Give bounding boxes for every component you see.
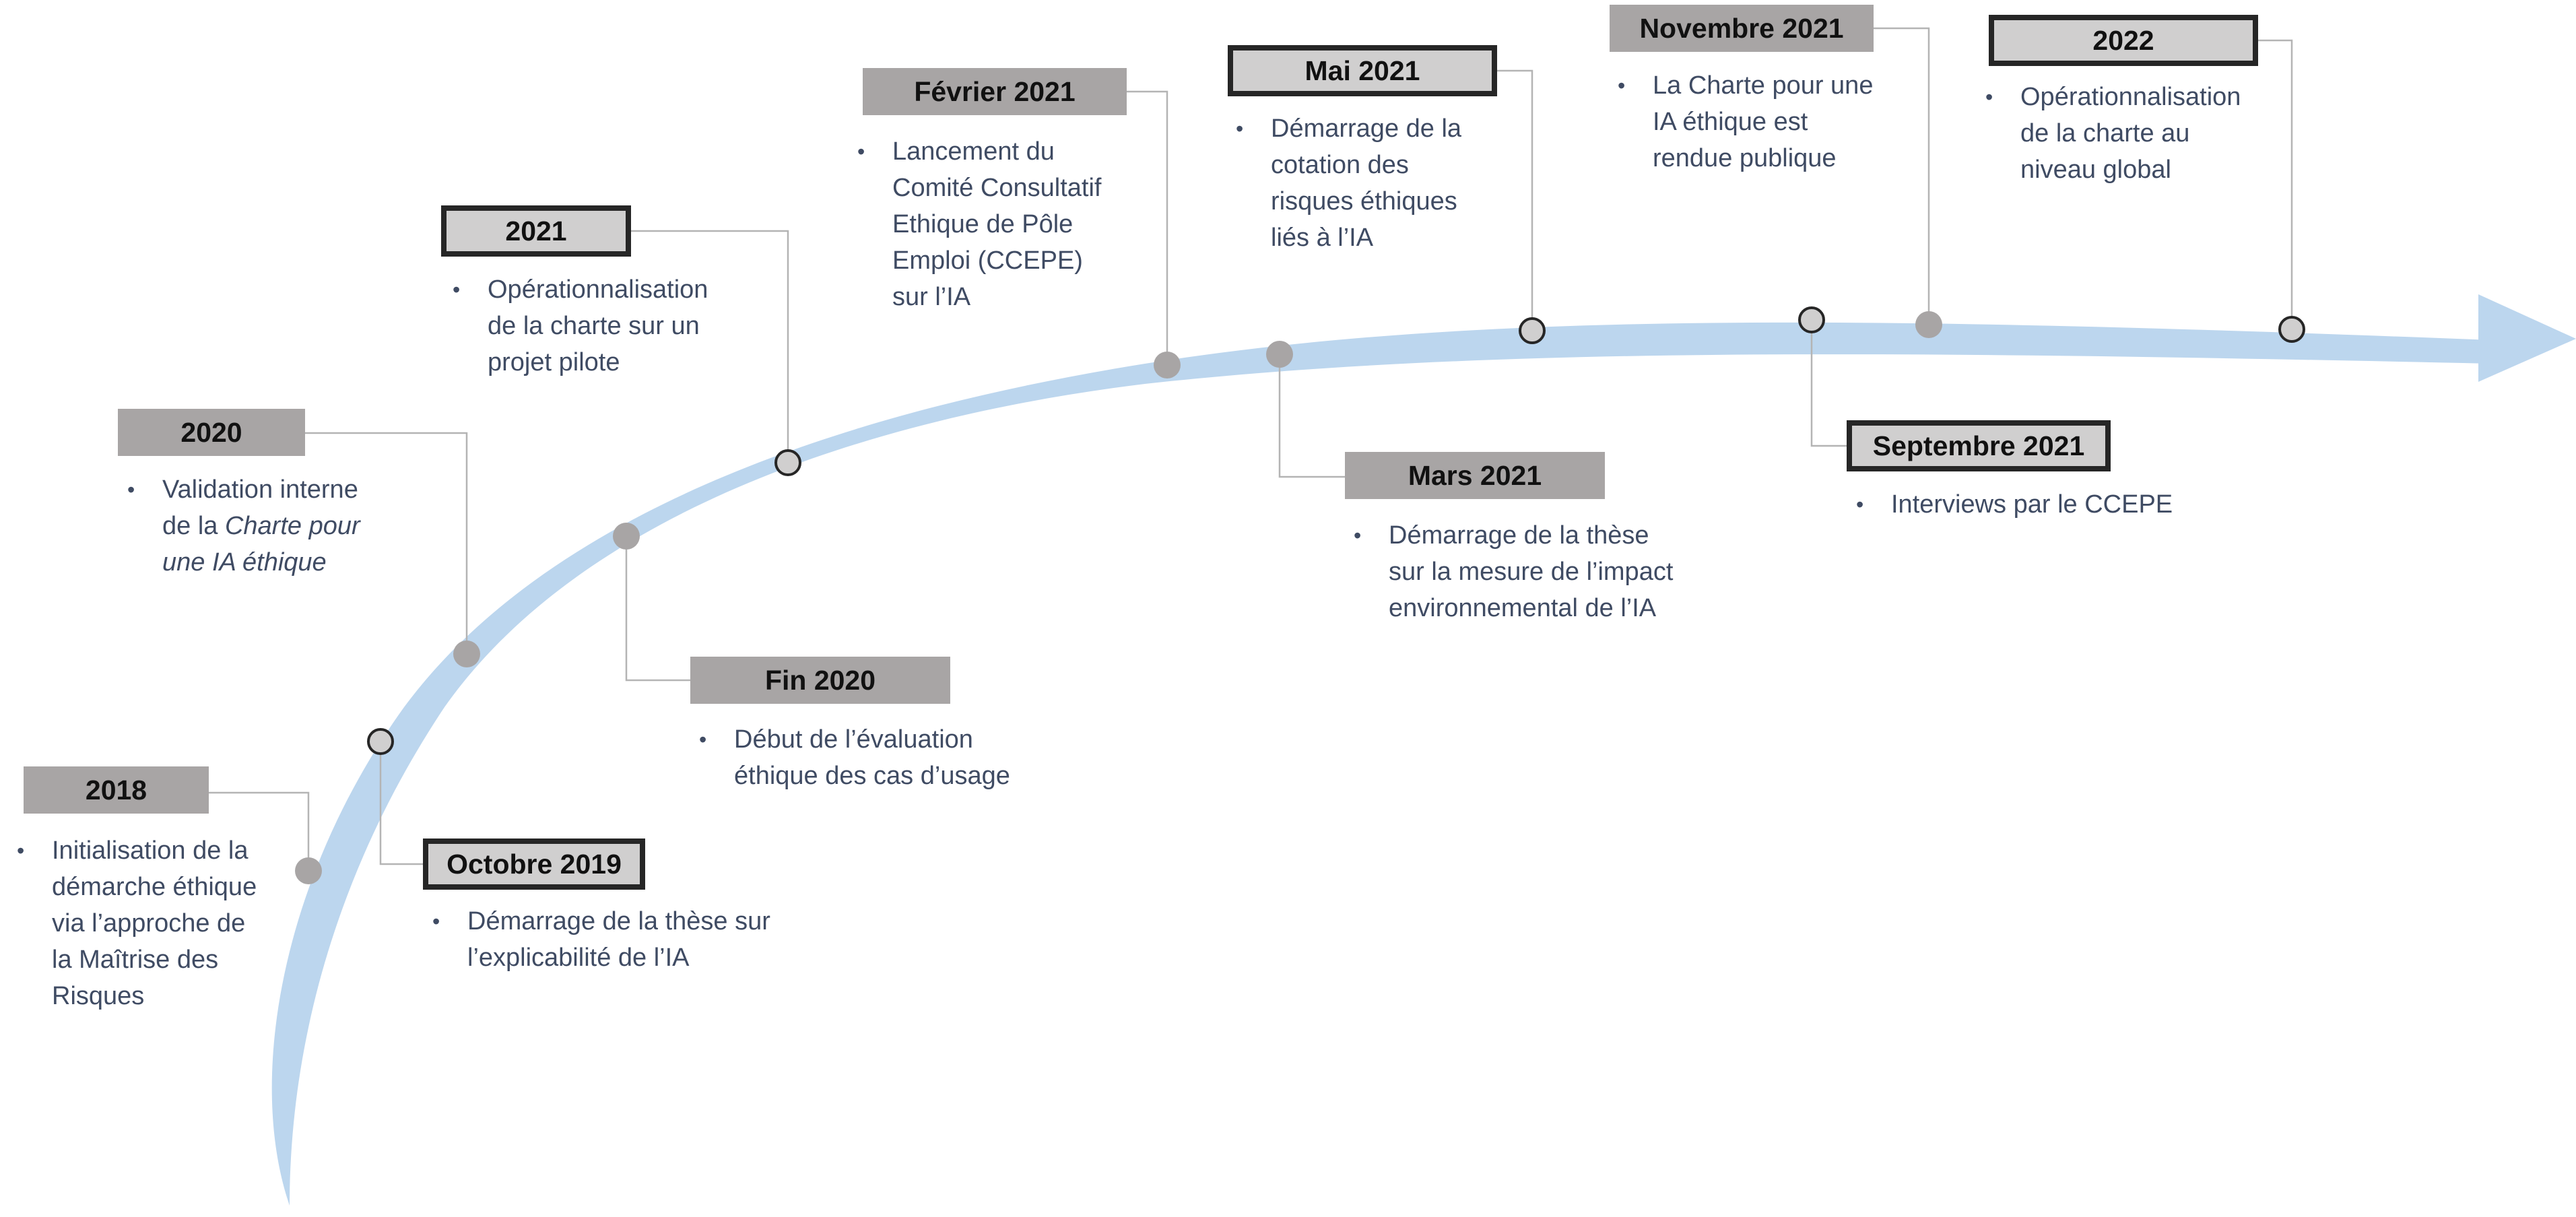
milestone-fevrier-2021-label: Février 2021 <box>863 68 1127 115</box>
connector-line <box>625 536 690 682</box>
description-line: Emploi (CCEPE) <box>892 246 1083 275</box>
bullet-icon: • <box>1856 492 1864 517</box>
description-line: Initialisation de la <box>52 836 249 865</box>
description-line: l’explicabilité de l’IA <box>467 944 690 972</box>
description-line: Comité Consultatif <box>892 174 1102 202</box>
connector-line <box>631 230 789 463</box>
bullet-icon: • <box>857 139 865 164</box>
timeline-ring-marker <box>774 449 801 476</box>
milestone-2022-label: 2022 <box>1989 15 2258 66</box>
description-line: démarche éthique <box>52 873 257 901</box>
connector-line <box>1127 90 1168 365</box>
connector-line <box>1497 69 1533 331</box>
milestone-mars-2021-label: Mars 2021 <box>1345 452 1605 499</box>
milestone-fin-2020-description: • Début de l’évaluation éthique des cas … <box>699 721 1010 794</box>
connector-line <box>1810 320 1847 447</box>
milestone-2020-description: • Validation interne de la Charte pour u… <box>127 471 360 581</box>
description-line: de la charte au <box>2020 119 2190 147</box>
description-line: Risques <box>52 982 145 1010</box>
connector-line <box>379 742 423 865</box>
bullet-icon: • <box>127 478 135 502</box>
description-line: Opérationnalisation <box>2020 83 2241 111</box>
connector-line <box>2258 39 2293 329</box>
description-line: une IA éthique <box>162 548 327 577</box>
timeline-dot-marker <box>1266 341 1293 368</box>
timeline-dot-marker <box>1915 311 1942 338</box>
description-line: risques éthiques <box>1271 187 1457 216</box>
description-line: Début de l’évaluation <box>734 725 973 754</box>
timeline-dot-marker <box>1154 352 1181 379</box>
description-line: Opérationnalisation <box>488 275 708 304</box>
connector-line <box>1874 27 1930 325</box>
description-line: Démarrage de la <box>1271 114 1462 143</box>
description-line: liés à l’IA <box>1271 224 1374 252</box>
bullet-icon: • <box>432 909 440 933</box>
milestone-2022-description: • Opérationnalisation de la charte au ni… <box>1985 79 2241 188</box>
milestone-octobre-2019-description: • Démarrage de la thèse sur l’explicabil… <box>432 903 770 976</box>
timeline-dot-marker <box>613 523 640 550</box>
description-line: via l’approche de <box>52 909 246 938</box>
bullet-icon: • <box>1618 73 1626 98</box>
bullet-icon: • <box>1985 85 1993 109</box>
description-line: de la Charte pour <box>162 508 360 544</box>
description-italic-text: Charte pour <box>224 512 360 540</box>
milestone-mai-2021-label: Mai 2021 <box>1228 45 1497 96</box>
milestone-2021-label: 2021 <box>441 205 631 257</box>
milestone-2020-label: 2020 <box>118 409 305 456</box>
bullet-icon: • <box>699 727 707 752</box>
milestone-fevrier-2021-description: • Lancement du Comité Consultatif Ethiqu… <box>857 133 1102 315</box>
connector-line <box>305 432 468 654</box>
timeline-ring-marker <box>367 728 394 755</box>
bullet-icon: • <box>17 838 25 863</box>
description-line: IA éthique est <box>1653 108 1808 136</box>
description-line: Démarrage de la thèse <box>1389 521 1649 550</box>
milestone-fin-2020-label: Fin 2020 <box>690 657 950 704</box>
description-line: niveau global <box>2020 156 2171 184</box>
description-line: La Charte pour une <box>1653 71 1874 100</box>
description-text: de la <box>162 512 225 540</box>
bullet-icon: • <box>1236 117 1244 141</box>
milestone-mai-2021-description: • Démarrage de la cotation des risques é… <box>1236 110 1462 256</box>
milestone-2021-description: • Opérationnalisation de la charte sur u… <box>453 271 708 381</box>
bullet-icon: • <box>1354 523 1362 548</box>
milestone-novembre-2021-label: Novembre 2021 <box>1610 5 1874 52</box>
description-line: Interviews par le CCEPE <box>1891 490 2173 519</box>
milestone-novembre-2021-description: • La Charte pour une IA éthique est rend… <box>1618 67 1874 176</box>
description-line: Lancement du <box>892 137 1055 166</box>
description-line: cotation des <box>1271 151 1409 179</box>
connector-line <box>209 791 310 871</box>
description-line: environnemental de l’IA <box>1389 594 1657 622</box>
milestone-septembre-2021-description: • Interviews par le CCEPE <box>1856 486 2173 523</box>
milestone-mars-2021-description: • Démarrage de la thèse sur la mesure de… <box>1354 517 1674 626</box>
connector-line <box>1278 354 1345 478</box>
timeline-ring-marker <box>1519 317 1546 344</box>
bullet-icon: • <box>453 277 461 302</box>
timeline-ring-marker <box>1798 306 1825 333</box>
description-line: sur l’IA <box>892 283 971 311</box>
description-line: de la charte sur un <box>488 312 700 340</box>
timeline-ring-marker <box>2278 316 2305 343</box>
milestone-octobre-2019-label: Octobre 2019 <box>423 838 645 890</box>
timeline-dot-marker <box>295 857 322 884</box>
milestone-2018-description: • Initialisation de la démarche éthique … <box>17 832 257 1014</box>
description-line: projet pilote <box>488 348 620 376</box>
description-line: Ethique de Pôle <box>892 210 1074 238</box>
milestone-septembre-2021-label: Septembre 2021 <box>1847 420 2111 471</box>
description-line: la Maîtrise des <box>52 946 219 974</box>
description-line: sur la mesure de l’impact <box>1389 558 1674 586</box>
timeline-dot-marker <box>453 640 480 667</box>
description-line: éthique des cas d’usage <box>734 762 1010 790</box>
description-line: Démarrage de la thèse sur <box>467 907 770 935</box>
description-line: rendue publique <box>1653 144 1837 172</box>
description-line: Validation interne <box>162 475 358 504</box>
milestone-2018-label: 2018 <box>24 766 209 814</box>
timeline-arrow-head <box>2478 294 2576 382</box>
